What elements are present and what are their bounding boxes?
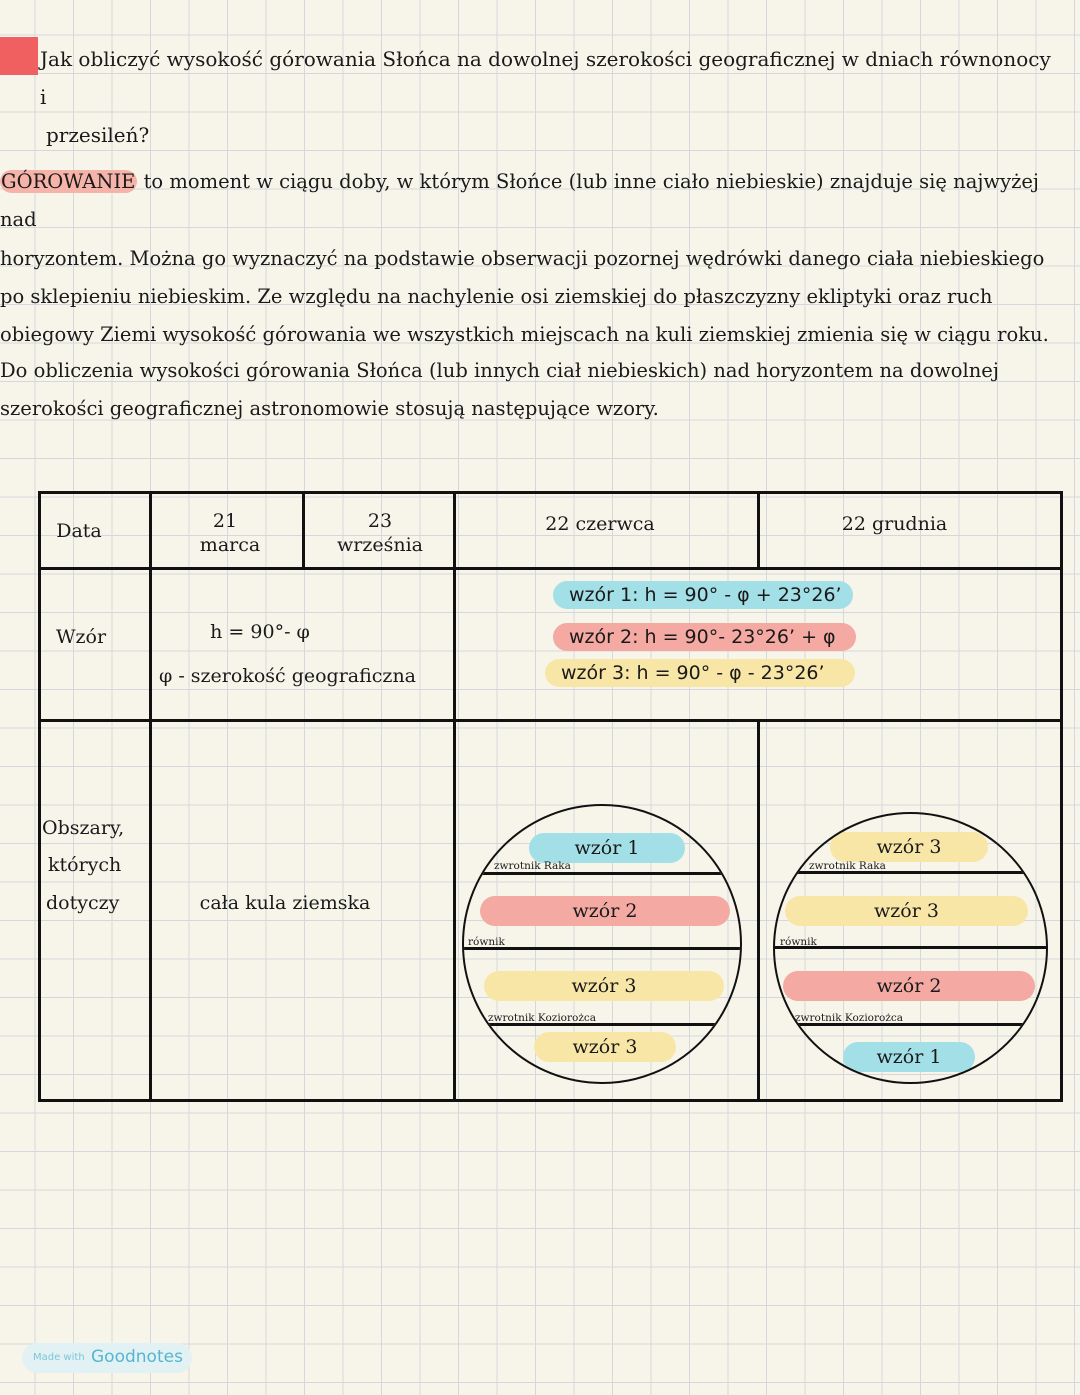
formula-row-label: Wzór — [55, 626, 107, 648]
paragraph-line: po sklepieniu niebieskim. Ze względu na … — [0, 284, 993, 308]
zone-pill: wzór 1 — [843, 1042, 975, 1072]
table-border-bottom — [38, 1099, 1063, 1102]
formula-1-pill: wzór 1: h = 90° - φ + 23°26’ — [553, 581, 853, 609]
highlighted-term: GÓROWANIE — [0, 170, 138, 193]
table-col-divider — [757, 722, 760, 1102]
tropic-of-cancer-label: zwrotnik Raka — [809, 860, 886, 872]
tropic-of-cancer-label: zwrotnik Raka — [494, 860, 571, 872]
title-line-1: Jak obliczyć wysokość górowania Słońca n… — [40, 47, 1051, 109]
header-march-month: marca — [199, 534, 261, 556]
table-col-divider — [302, 491, 305, 569]
zone-pill: wzór 3 — [534, 1032, 676, 1062]
table-row-divider — [38, 719, 1063, 722]
header-june: 22 czerwca — [545, 513, 655, 535]
title-line-2: przesileń? — [46, 123, 150, 147]
tropic-of-capricorn-label: zwrotnik Koziorożca — [488, 1012, 597, 1024]
areas-label-line-2: których — [48, 854, 122, 876]
definition-paragraph: GÓROWANIE to moment w ciągu doby, w któr… — [0, 163, 1075, 354]
tropic-of-cancer-line — [775, 871, 1046, 874]
formula-2-pill: wzór 2: h = 90°- 23°26’ + φ — [553, 623, 856, 651]
goodnotes-logo: Goodnotes — [91, 1347, 183, 1367]
table-row-divider — [38, 567, 1063, 570]
equator-line — [775, 946, 1046, 949]
zone-pill: wzór 1 — [529, 833, 685, 863]
paragraph-line: Do obliczenia wysokości górowania Słońca… — [0, 359, 999, 382]
zone-pill: wzór 3 — [785, 896, 1028, 926]
table-border-left — [38, 491, 41, 1102]
equinox-formula: h = 90°- φ — [210, 621, 310, 643]
zone-pill: wzór 3 — [484, 971, 724, 1001]
red-marker — [0, 37, 38, 75]
formula-intro-paragraph: Do obliczenia wysokości górowania Słońca… — [0, 352, 1075, 429]
paragraph-line: GÓROWANIE to moment w ciągu doby, w któr… — [0, 170, 1039, 232]
june-globe: wzór 1 zwrotnik Raka wzór 2 równik wzór … — [462, 804, 742, 1084]
areas-label-line-3: dotyczy — [46, 892, 120, 914]
zone-pill: wzór 2 — [480, 896, 730, 926]
tropic-of-capricorn-label: zwrotnik Koziorożca — [795, 1012, 904, 1024]
equinox-area: cała kula ziemska — [199, 892, 371, 914]
paragraph-line: obiegowy Ziemi wysokość górowania we wsz… — [0, 323, 1049, 347]
zone-pill: wzór 2 — [783, 971, 1035, 1001]
equator-label: równik — [780, 936, 817, 948]
header-december: 22 grudnia — [841, 513, 948, 535]
areas-label-line-1: Obszary, — [42, 817, 125, 839]
table-col-divider — [757, 491, 760, 569]
zone-pill: wzór 3 — [830, 832, 988, 862]
goodnotes-badge[interactable]: Made with Goodnotes — [22, 1343, 192, 1373]
table-col-divider — [453, 491, 456, 1102]
tropic-of-capricorn-line — [464, 1023, 740, 1026]
paragraph-line: horyzontem. Można go wyznaczyć na podsta… — [0, 246, 1045, 270]
tropic-of-cancer-line — [464, 872, 740, 875]
header-data: Data — [56, 520, 102, 542]
latitude-note: φ - szerokość geograficzna — [158, 665, 417, 687]
paragraph-line: szerokości geograficznej astronomowie st… — [0, 397, 659, 421]
table-col-divider — [149, 491, 152, 1102]
table-border-right — [1060, 491, 1063, 1102]
equator-line — [464, 947, 740, 950]
tropic-of-capricorn-line — [775, 1023, 1046, 1026]
december-globe: wzór 3 zwrotnik Raka wzór 3 równik wzór … — [773, 812, 1048, 1084]
header-sept-month: września — [337, 534, 423, 556]
header-march-day: 21 — [212, 510, 238, 532]
formula-3-pill: wzór 3: h = 90° - φ - 23°26’ — [545, 659, 855, 687]
table-border-top — [38, 491, 1063, 494]
page-title: Jak obliczyć wysokość górowania Słońca n… — [40, 40, 1060, 154]
equator-label: równik — [468, 936, 505, 948]
header-sept-day: 23 — [367, 510, 393, 532]
made-with-label: Made with — [33, 1352, 85, 1363]
